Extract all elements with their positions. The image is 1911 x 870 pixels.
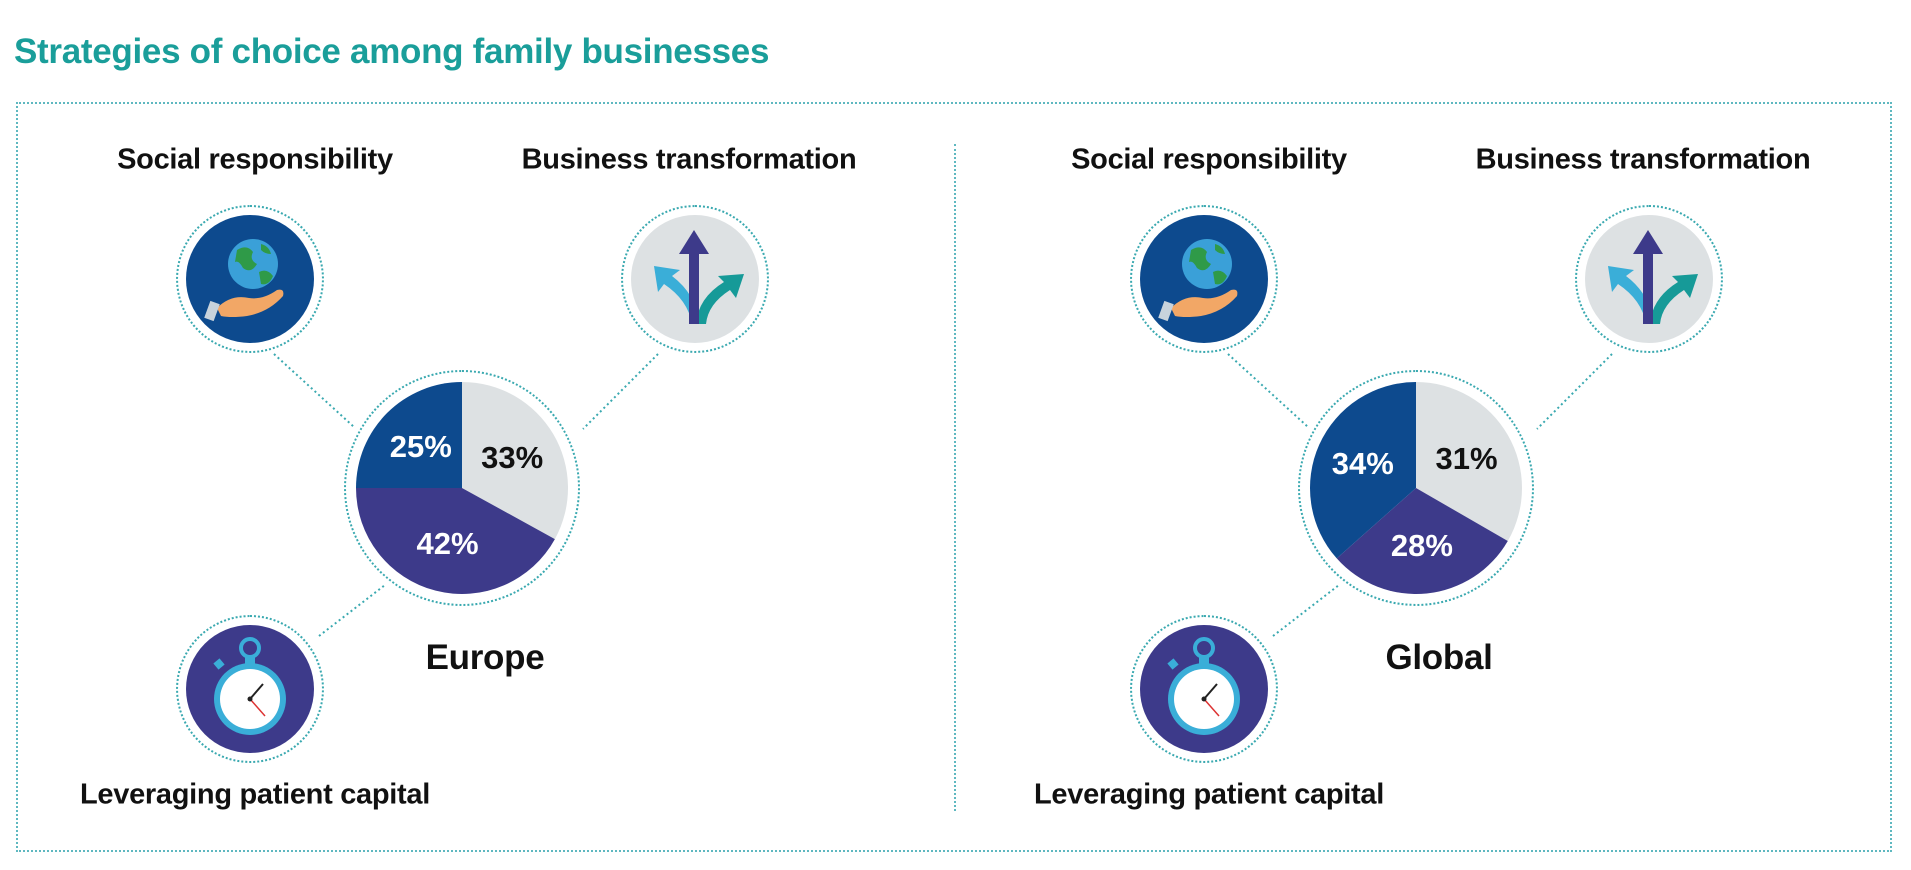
pie-label-patient-capital: 28% (1390, 528, 1453, 563)
label-social-responsibility: Social responsibility (1071, 143, 1347, 176)
connector-transformation (582, 353, 659, 430)
connector-lines (1227, 353, 1613, 637)
label-business-transformation: Business transformation (1475, 143, 1811, 176)
pie-label-patient-capital: 42% (416, 526, 479, 562)
pie-label-social-responsibility: 25% (389, 428, 452, 464)
stopwatch-icon (1140, 625, 1268, 753)
pie-slice-patient-capital (1336, 488, 1508, 594)
region-label: Europe (425, 638, 545, 677)
diverging-arrows-icon (631, 215, 759, 343)
pie-chart (356, 382, 568, 594)
globe-in-hand-icon (186, 215, 314, 343)
pie-label-social-responsibility: 34% (1331, 446, 1394, 482)
pie-slice-social-responsibility (356, 382, 462, 488)
page-title: Strategies of choice among family busine… (14, 32, 770, 71)
panel-divider (954, 144, 956, 811)
diverging-arrows-icon (1585, 215, 1713, 343)
pie-slice-social-responsibility (1310, 382, 1416, 559)
europe-panel: Social responsibility Business transform… (0, 0, 950, 870)
pie-label-transformation: 31% (1435, 440, 1498, 476)
label-leveraging-patient-capital: Leveraging patient capital (1034, 778, 1384, 811)
label-leveraging-patient-capital: Leveraging patient capital (80, 778, 430, 811)
connector-transformation (1536, 353, 1613, 430)
label-social-responsibility: Social responsibility (117, 143, 393, 176)
connector-social (273, 353, 355, 428)
global-panel: Social responsibility Business transform… (954, 0, 1904, 870)
pie-slice-transformation (462, 382, 568, 540)
chart-frame (16, 102, 1892, 852)
globe-in-hand-icon (1140, 215, 1268, 343)
pie-label-transformation: 33% (481, 440, 544, 476)
connector-patient (1272, 584, 1340, 637)
connector-social (1227, 353, 1309, 428)
pie-slice-patient-capital (356, 488, 555, 594)
connector-lines (273, 353, 659, 637)
connector-patient (318, 584, 386, 637)
pie-chart (1310, 382, 1522, 594)
stopwatch-icon (186, 625, 314, 753)
region-label: Global (1385, 638, 1493, 677)
pie-slice-transformation (1416, 382, 1522, 541)
label-business-transformation: Business transformation (521, 143, 857, 176)
